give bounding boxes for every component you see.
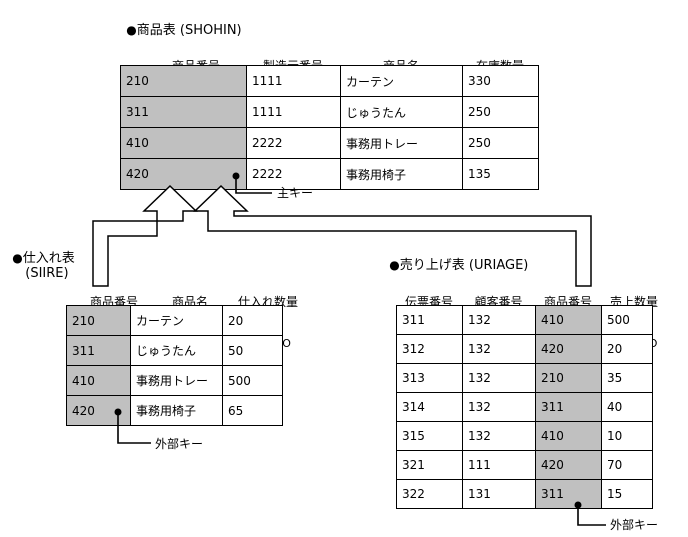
table-row: 420 事務用椅子 65 xyxy=(66,395,283,426)
shohin-cell-gname: 事務用椅子 xyxy=(340,158,463,190)
uriage-cell-usuryo: 70 xyxy=(601,450,653,480)
siire-title-en: (SIIRE) xyxy=(25,266,69,281)
uriage-cell-dno: 313 xyxy=(396,363,463,393)
table-row: 313 132 210 35 xyxy=(396,363,653,393)
shohin-title-text: 商品表 (SHOHIN) xyxy=(136,23,242,38)
shohin-table: 210 1111 カーテン 330 311 1111 じゅうたん 250 410… xyxy=(120,65,539,190)
shohin-cell-gname: じゅうたん xyxy=(340,96,463,128)
uriage-cell-usuryo: 500 xyxy=(601,305,653,335)
table-row: 315 132 410 10 xyxy=(396,421,653,451)
shohin-cell-gno: 410 xyxy=(120,127,247,159)
shohin-cell-sno: 2222 xyxy=(246,158,341,190)
uriage-cell-usuryo: 40 xyxy=(601,392,653,422)
uriage-cell-gno: 311 xyxy=(535,479,602,509)
shohin-cell-suryo: 250 xyxy=(462,96,539,128)
table-row: 322 131 311 15 xyxy=(396,479,653,509)
siire-table-title-en: (SIIRE) xyxy=(17,251,69,281)
siire-cell-gno: 311 xyxy=(66,335,131,366)
shohin-table-title: ●商品表 (SHOHIN) xyxy=(118,8,242,38)
shohin-cell-suryo: 135 xyxy=(462,158,539,190)
shohin-cell-gno: 311 xyxy=(120,96,247,128)
uriage-cell-gno: 410 xyxy=(535,305,602,335)
table-row: 311 じゅうたん 50 xyxy=(66,335,283,366)
uriage-cell-cno: 131 xyxy=(462,479,536,509)
shohin-cell-sno: 2222 xyxy=(246,127,341,159)
shohin-cell-gno: 420 xyxy=(120,158,247,190)
siire-title-jp: 仕入れ表 xyxy=(22,251,75,266)
uriage-cell-cno: 132 xyxy=(462,334,536,364)
table-row: 210 1111 カーテン 330 xyxy=(120,65,539,97)
siire-cell-gno: 420 xyxy=(66,395,131,426)
table-row: 321 111 420 70 xyxy=(396,450,653,480)
shohin-cell-suryo: 330 xyxy=(462,65,539,97)
uriage-cell-cno: 132 xyxy=(462,305,536,335)
siire-cell-gname: じゅうたん xyxy=(130,335,223,366)
shohin-cell-gno: 210 xyxy=(120,65,247,97)
uriage-cell-dno: 315 xyxy=(396,421,463,451)
uriage-cell-dno: 312 xyxy=(396,334,463,364)
table-row: 312 132 420 20 xyxy=(396,334,653,364)
uriage-cell-dno: 314 xyxy=(396,392,463,422)
siire-cell-gno: 410 xyxy=(66,365,131,396)
siire-cell-gname: 事務用椅子 xyxy=(130,395,223,426)
uriage-cell-gno: 311 xyxy=(535,392,602,422)
siire-cell-gname: カーテン xyxy=(130,305,223,336)
table-row: 210 カーテン 20 xyxy=(66,305,283,336)
siire-table: 210 カーテン 20 311 じゅうたん 50 410 事務用トレー 500 … xyxy=(66,305,283,426)
uriage-cell-gno: 420 xyxy=(535,450,602,480)
uriage-cell-gno: 420 xyxy=(535,334,602,364)
siire-cell-ssuryo: 50 xyxy=(222,335,283,366)
siire-table-title: ●仕入れ表 xyxy=(4,236,75,266)
uriage-cell-usuryo: 20 xyxy=(601,334,653,364)
table-row: 311 132 410 500 xyxy=(396,305,653,335)
table-row: 314 132 311 40 xyxy=(396,392,653,422)
uriage-cell-dno: 322 xyxy=(396,479,463,509)
uriage-table: 311 132 410 500 312 132 420 20 313 132 2… xyxy=(396,305,653,509)
shohin-cell-gname: 事務用トレー xyxy=(340,127,463,159)
foreign-key-label-uriage: 外部キー xyxy=(610,518,659,532)
shohin-cell-suryo: 250 xyxy=(462,127,539,159)
uriage-cell-cno: 132 xyxy=(462,392,536,422)
bullet-icon: ● xyxy=(126,23,137,37)
table-row: 410 2222 事務用トレー 250 xyxy=(120,127,539,159)
shohin-cell-sno: 1111 xyxy=(246,96,341,128)
uriage-cell-cno: 111 xyxy=(462,450,536,480)
foreign-key-label-siire: 外部キー xyxy=(155,437,204,451)
uriage-cell-cno: 132 xyxy=(462,363,536,393)
table-row: 311 1111 じゅうたん 250 xyxy=(120,96,539,128)
siire-cell-gno: 210 xyxy=(66,305,131,336)
siire-cell-gname: 事務用トレー xyxy=(130,365,223,396)
siire-cell-ssuryo: 500 xyxy=(222,365,283,396)
shohin-cell-sno: 1111 xyxy=(246,65,341,97)
uriage-cell-usuryo: 35 xyxy=(601,363,653,393)
shohin-cell-gname: カーテン xyxy=(340,65,463,97)
primary-key-label: 主キー xyxy=(277,186,314,200)
table-row: 410 事務用トレー 500 xyxy=(66,365,283,396)
siire-cell-ssuryo: 20 xyxy=(222,305,283,336)
uriage-cell-gno: 210 xyxy=(535,363,602,393)
uriage-cell-dno: 311 xyxy=(396,305,463,335)
bullet-icon: ● xyxy=(12,251,23,265)
uriage-cell-cno: 132 xyxy=(462,421,536,451)
uriage-cell-gno: 410 xyxy=(535,421,602,451)
uriage-cell-dno: 321 xyxy=(396,450,463,480)
uriage-cell-usuryo: 15 xyxy=(601,479,653,509)
uriage-cell-usuryo: 10 xyxy=(601,421,653,451)
siire-cell-ssuryo: 65 xyxy=(222,395,283,426)
table-row: 420 2222 事務用椅子 135 xyxy=(120,158,539,190)
